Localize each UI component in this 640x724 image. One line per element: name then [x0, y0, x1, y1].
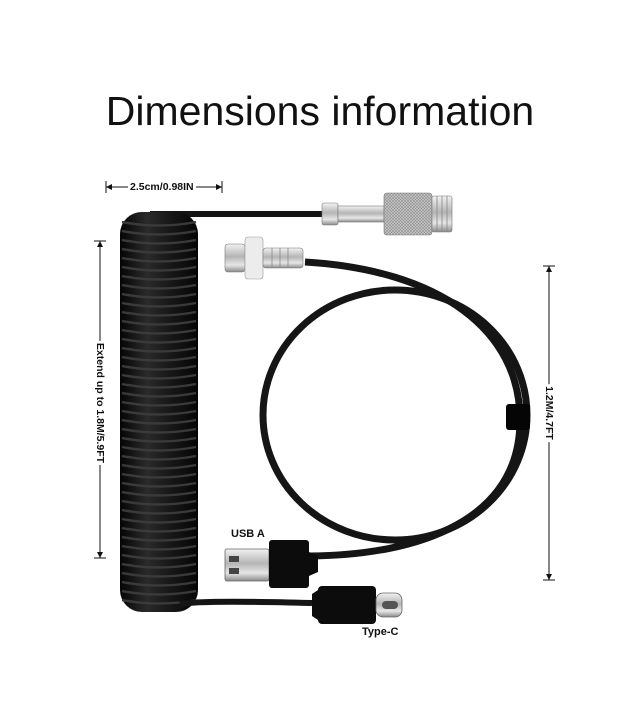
usb-a-connector [224, 540, 318, 588]
aviator-connector-male [224, 236, 304, 280]
type-c-connector [312, 586, 403, 624]
coiled-cable [120, 212, 198, 612]
usb-a-label: USB A [231, 528, 265, 540]
page-title: Dimensions information [105, 88, 535, 134]
type-c-label: Type-C [362, 626, 399, 638]
aviator-connector-female [321, 192, 453, 236]
extend-length-label: Extend up to 1.8M/5.9FT [94, 340, 106, 466]
cable-strap [506, 404, 530, 430]
width-label: 2.5cm/0.98IN [128, 181, 196, 193]
cable-loop [259, 258, 531, 560]
straight-length-label: 1.2M/4.7FT [543, 384, 555, 442]
coil-bottom-cable [179, 598, 313, 607]
